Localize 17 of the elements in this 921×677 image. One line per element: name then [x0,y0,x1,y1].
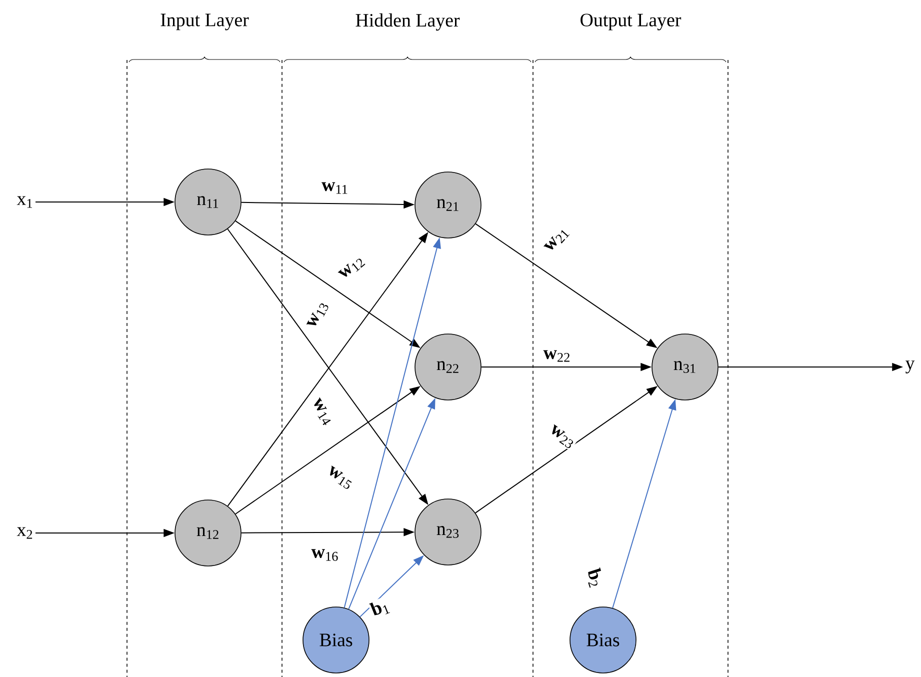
layer-title: Output Layer [580,14,682,30]
output-label: y [906,360,915,374]
edge-label: w$_{11}$ [320,181,350,195]
layer-title: Hidden Layer [356,13,460,31]
edge-label: b$_{2}$ [583,566,607,590]
edge-label: w$_{21}$ [542,224,572,256]
edge-label: w$_{16}$ [310,548,340,562]
edge-label: b$_{1}$ [368,596,392,620]
edge-label: w$_{14}$ [308,396,336,428]
layer-title: Input Layer [160,14,249,30]
edge-label: w$_{13}$ [305,298,331,332]
edge-label: w$_{22}$ [542,349,572,363]
input-label: x$_{2}$ [16,527,32,539]
edge-label: w$_{23}$ [546,422,578,452]
edge-label: w$_{12}$ [336,253,368,283]
input-label: x$_{1}$ [16,196,32,208]
edge-label: w$_{15}$ [324,464,356,492]
